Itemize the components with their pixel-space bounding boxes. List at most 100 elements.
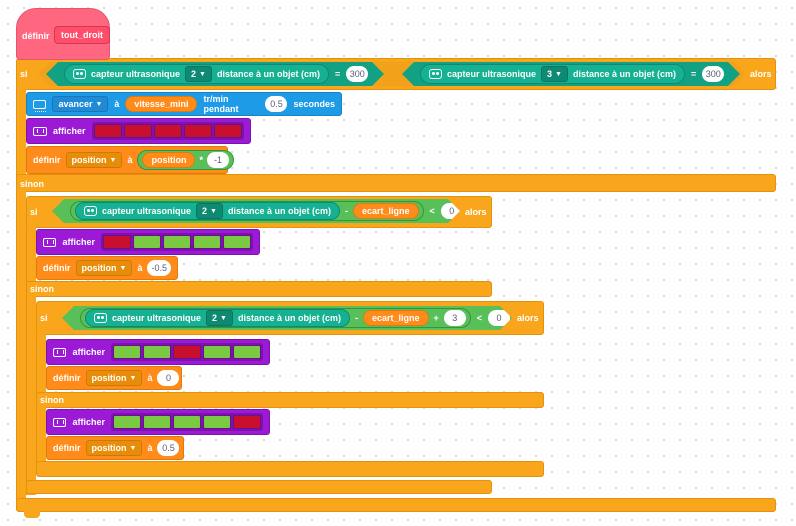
multiplier-value[interactable]: -1: [206, 152, 229, 168]
led-4[interactable]: [203, 415, 231, 429]
led-pattern-3[interactable]: [111, 343, 263, 361]
display-block-1[interactable]: afficher: [26, 118, 251, 144]
led-3[interactable]: [173, 415, 201, 429]
caret-down-icon: ▼: [555, 70, 562, 78]
position-variable[interactable]: position: [142, 152, 196, 168]
if2-else-bar[interactable]: [26, 281, 492, 297]
led-5[interactable]: [213, 124, 242, 138]
ultrasonic-sensor-icon: [73, 69, 86, 79]
led-2[interactable]: [133, 235, 161, 249]
if2-then-keyword: alors: [465, 207, 487, 217]
led-2[interactable]: [123, 124, 152, 138]
port-dropdown-4[interactable]: 2▼: [206, 310, 233, 326]
motor-direction-dropdown[interactable]: avancer▼: [52, 96, 109, 112]
condition-left-compare[interactable]: capteur ultrasonique 2▼ distance à un ob…: [46, 62, 384, 86]
led-3[interactable]: [153, 124, 182, 138]
if2-subtract-operator[interactable]: capteur ultrasonique 2▼ distance à un ob…: [70, 201, 424, 221]
condition-right-compare[interactable]: capteur ultrasonique 3▼ distance à un ob…: [402, 62, 740, 86]
if3-then-keyword: alors: [517, 313, 539, 323]
outer-else-keyword: sinon: [20, 179, 44, 189]
led-3[interactable]: [163, 235, 191, 249]
led-pattern-4[interactable]: [111, 413, 263, 431]
variable-dropdown-1[interactable]: position▼: [65, 152, 123, 168]
outer-if-bottom-bar: [16, 498, 776, 512]
led-4[interactable]: [183, 124, 212, 138]
if3-compare-value[interactable]: 0: [488, 310, 510, 326]
if3-left-arm: [36, 333, 46, 397]
display-block-3[interactable]: afficher: [46, 339, 270, 365]
ultrasonic-sensor-icon: [94, 313, 107, 323]
set-variable-block-1[interactable]: définir position▼ à position * -1: [26, 146, 234, 174]
if3-less-than[interactable]: capteur ultrasonique 2▼ distance à un ob…: [62, 306, 512, 330]
compare-value-1[interactable]: 300: [346, 66, 368, 82]
caret-down-icon: ▼: [129, 374, 137, 382]
move-motor-block[interactable]: avancer▼ à vitesse_mini tr/min pendant 0…: [26, 92, 342, 116]
set-variable-block-4[interactable]: définir position▼ à 0.5: [46, 436, 184, 460]
ecart-ligne-variable[interactable]: ecart_ligne: [363, 310, 429, 326]
port-dropdown-3[interactable]: 2▼: [196, 203, 223, 219]
caret-down-icon: ▼: [199, 70, 206, 78]
ecart-ligne-variable[interactable]: ecart_ligne: [353, 203, 419, 219]
if3-else-keyword: sinon: [40, 395, 64, 405]
compare-value-2[interactable]: 300: [702, 66, 724, 82]
led-5[interactable]: [233, 415, 261, 429]
led-pattern-2[interactable]: [101, 233, 253, 251]
if2-keyword: si: [30, 207, 38, 217]
led-matrix-icon: [43, 237, 57, 247]
led-1[interactable]: [113, 345, 141, 359]
set-variable-block-2[interactable]: définir position▼ à -0.5: [36, 256, 178, 280]
led-1[interactable]: [113, 415, 141, 429]
if3-add-operator[interactable]: capteur ultrasonique 2▼ distance à un ob…: [80, 308, 471, 328]
led-matrix-icon: [53, 417, 67, 427]
if3-add-value[interactable]: 3: [444, 310, 466, 326]
if3-keyword: si: [40, 313, 48, 323]
outer-bottom-notch: [24, 510, 40, 518]
led-3[interactable]: [173, 345, 201, 359]
if3-else-bar[interactable]: [36, 392, 544, 408]
led-2[interactable]: [143, 415, 171, 429]
caret-down-icon: ▼: [95, 100, 103, 108]
outer-then-keyword: alors: [750, 69, 772, 79]
set3-value[interactable]: 0: [157, 370, 180, 386]
if2-left-arm: [26, 226, 36, 286]
set2-value[interactable]: -0.5: [147, 260, 171, 276]
outer-else-left-arm: [16, 190, 26, 506]
outer-else-bar[interactable]: [16, 174, 776, 192]
variable-dropdown-2[interactable]: position▼: [75, 260, 133, 276]
set-variable-block-3[interactable]: définir position▼ à 0: [46, 366, 182, 390]
if3-bottom-bar: [36, 461, 544, 477]
led-5[interactable]: [223, 235, 251, 249]
variable-dropdown-4[interactable]: position▼: [85, 440, 143, 456]
outer-if-keyword: si: [20, 69, 28, 79]
display-block-2[interactable]: afficher: [36, 229, 260, 255]
caret-down-icon: ▼: [129, 444, 137, 452]
led-4[interactable]: [203, 345, 231, 359]
set4-value[interactable]: 0.5: [157, 440, 180, 456]
led-pattern-1[interactable]: [91, 122, 244, 140]
led-1[interactable]: [103, 235, 131, 249]
outer-if-left-arm: [16, 88, 26, 180]
caret-down-icon: ▼: [210, 207, 217, 215]
port-dropdown-2[interactable]: 3▼: [541, 66, 568, 82]
led-5[interactable]: [233, 345, 261, 359]
define-keyword: définir: [22, 31, 50, 41]
port-dropdown-1[interactable]: 2▼: [185, 66, 212, 82]
led-2[interactable]: [143, 345, 171, 359]
ultrasonic-sensor-reporter-3[interactable]: capteur ultrasonique 2▼ distance à un ob…: [75, 202, 340, 220]
ultrasonic-sensor-reporter-2[interactable]: capteur ultrasonique 3▼ distance à un ob…: [420, 64, 685, 84]
led-4[interactable]: [193, 235, 221, 249]
if2-less-than[interactable]: capteur ultrasonique 2▼ distance à un ob…: [52, 199, 460, 223]
ultrasonic-sensor-reporter-1[interactable]: capteur ultrasonique 2▼ distance à un ob…: [64, 64, 329, 84]
variable-dropdown-3[interactable]: position▼: [85, 370, 143, 386]
multiply-operator[interactable]: position * -1: [137, 150, 234, 170]
ultrasonic-sensor-icon: [429, 69, 442, 79]
display-block-4[interactable]: afficher: [46, 409, 270, 435]
speed-variable[interactable]: vitesse_mini: [125, 96, 198, 112]
if3-else-left-arm: [36, 406, 46, 466]
if2-bottom-bar: [26, 480, 492, 494]
duration-value[interactable]: 0.5: [265, 96, 288, 112]
ultrasonic-sensor-reporter-4[interactable]: capteur ultrasonique 2▼ distance à un ob…: [85, 309, 350, 327]
led-1[interactable]: [93, 124, 122, 138]
led-matrix-icon: [53, 347, 67, 357]
function-name[interactable]: tout_droit: [54, 26, 110, 44]
